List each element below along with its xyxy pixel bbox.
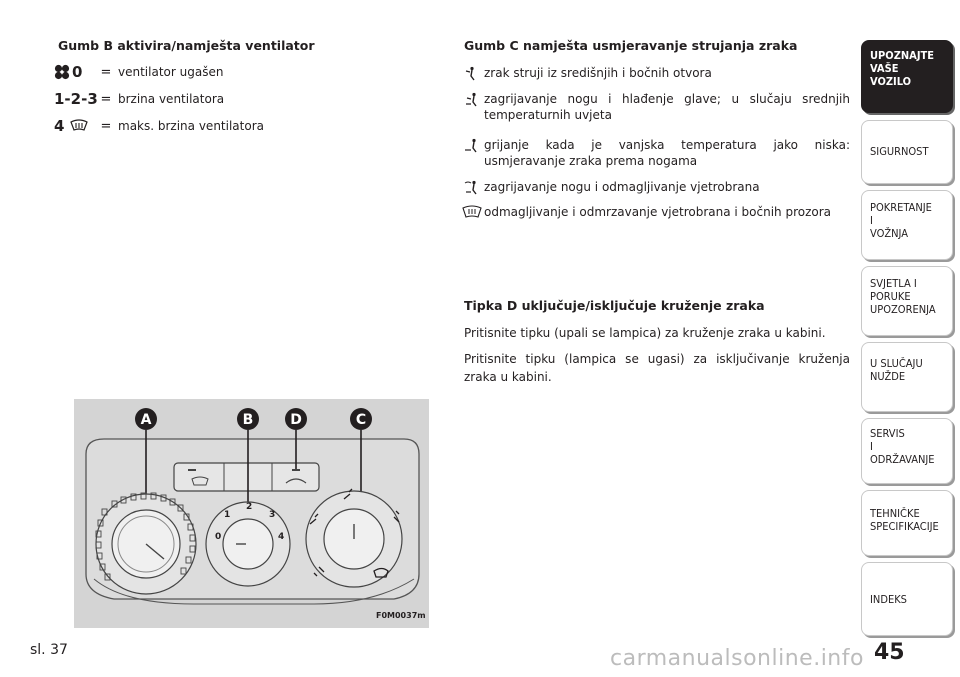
climate-panel-drawing: A B D C 0 1 2 3 4 xyxy=(74,399,429,628)
sidebar-tab-upoznajte-vase-vozilo[interactable]: UPOZNAJTE VAŠE VOZILO xyxy=(861,40,953,113)
fan-speed-symbol: 1-2-3 xyxy=(54,90,98,108)
sidebar-tab-svjetla-i-poruke[interactable]: SVJETLA I PORUKE UPOZORENJA xyxy=(861,266,953,336)
callout-c: C xyxy=(356,412,366,428)
fan-off-row: 0 = ventilator ugašen xyxy=(54,62,223,82)
fan-off-text: ventilator ugašen xyxy=(118,65,224,79)
fan-number: 0 xyxy=(215,532,221,542)
section-c-heading: Gumb C namješta usmjeravanje strujanja z… xyxy=(464,38,798,53)
fan-off-symbol: 0 xyxy=(72,63,83,81)
air-mode-text: grijanje kada je vanjska temperatura jak… xyxy=(484,138,850,168)
fan-number: 3 xyxy=(269,510,275,520)
section-d-paragraph: Pritisnite tipku (lampica se ugasi) za i… xyxy=(464,352,850,384)
figure-caption: sl. 37 xyxy=(30,642,68,658)
fan-speed-text: brzina ventilatora xyxy=(118,92,225,106)
air-mode-item: zrak struji iz središnjih i bočnih otvor… xyxy=(462,65,850,81)
equals-sign: = xyxy=(100,64,112,80)
sidebar-tab-sigurnost[interactable]: SIGURNOST xyxy=(861,120,953,184)
vent-face-feet-icon xyxy=(466,92,477,107)
fan-icon xyxy=(54,64,70,80)
fan-max-symbol: 4 xyxy=(54,117,65,135)
fan-number: 2 xyxy=(246,502,252,512)
air-mode-item: zagrijavanje nogu i hlađenje glave; u sl… xyxy=(462,91,850,123)
climate-control-figure: A B D C 0 1 2 3 4 xyxy=(74,399,429,628)
equals-sign: = xyxy=(100,91,112,107)
sidebar-tab-servis-i-odrzavanje[interactable]: SERVIS I ODRŽAVANJE xyxy=(861,418,953,484)
callout-d: D xyxy=(290,412,302,428)
air-mode-item: odmagljivanje i odmrzavanje vjetrobrana … xyxy=(462,204,850,220)
sidebar-tab-tehnicke-specifikacije[interactable]: TEHNIČKE SPECIFIKACIJE xyxy=(861,490,953,556)
section-d-heading: Tipka D uključuje/isključuje kruženje zr… xyxy=(464,298,765,313)
sidebar-tab-indeks[interactable]: INDEKS xyxy=(861,562,953,636)
vent-face-icon xyxy=(465,66,475,81)
fan-number: 4 xyxy=(278,532,284,542)
air-mode-text: zagrijavanje nogu i hlađenje glave; u sl… xyxy=(484,92,850,122)
vent-feet-icon xyxy=(465,138,477,153)
sidebar-tab-pokretanje-i-voznja[interactable]: POKRETANJE I VOŽNJA xyxy=(861,190,953,260)
section-d-paragraph: Pritisnite tipku (upali se lampica) za k… xyxy=(464,326,826,340)
air-mode-item: zagrijavanje nogu i odmagljivanje vjetro… xyxy=(462,179,850,195)
defrost-icon xyxy=(70,119,89,131)
air-mode-item: grijanje kada je vanjska temperatura jak… xyxy=(462,137,850,169)
vent-feet-windscreen-icon xyxy=(464,180,477,195)
watermark: carmanualsonline.info xyxy=(610,646,864,671)
fan-max-text: maks. brzina ventilatora xyxy=(118,119,264,133)
sidebar-tab-u-slucaju-nuzde[interactable]: U SLUČAJU NUŽDE xyxy=(861,342,953,412)
air-mode-text: odmagljivanje i odmrzavanje vjetrobrana … xyxy=(484,205,832,219)
air-mode-text: zrak struji iz središnjih i bočnih otvor… xyxy=(484,66,712,80)
section-b-heading: Gumb B aktivira/namješta ventilator xyxy=(58,38,315,53)
equals-sign: = xyxy=(100,118,112,134)
page-number: 45 xyxy=(874,640,905,665)
figure-code: F0M0037m xyxy=(376,611,426,620)
callout-a: A xyxy=(141,412,152,428)
fan-number: 1 xyxy=(224,510,230,520)
callout-b: B xyxy=(243,412,254,428)
fan-speed-row: 1-2-3 = brzina ventilatora xyxy=(54,89,224,109)
fan-max-row: 4 = maks. brzina ventilatora xyxy=(54,116,264,136)
air-mode-text: zagrijavanje nogu i odmagljivanje vjetro… xyxy=(484,180,760,194)
windscreen-defrost-icon xyxy=(462,205,482,218)
